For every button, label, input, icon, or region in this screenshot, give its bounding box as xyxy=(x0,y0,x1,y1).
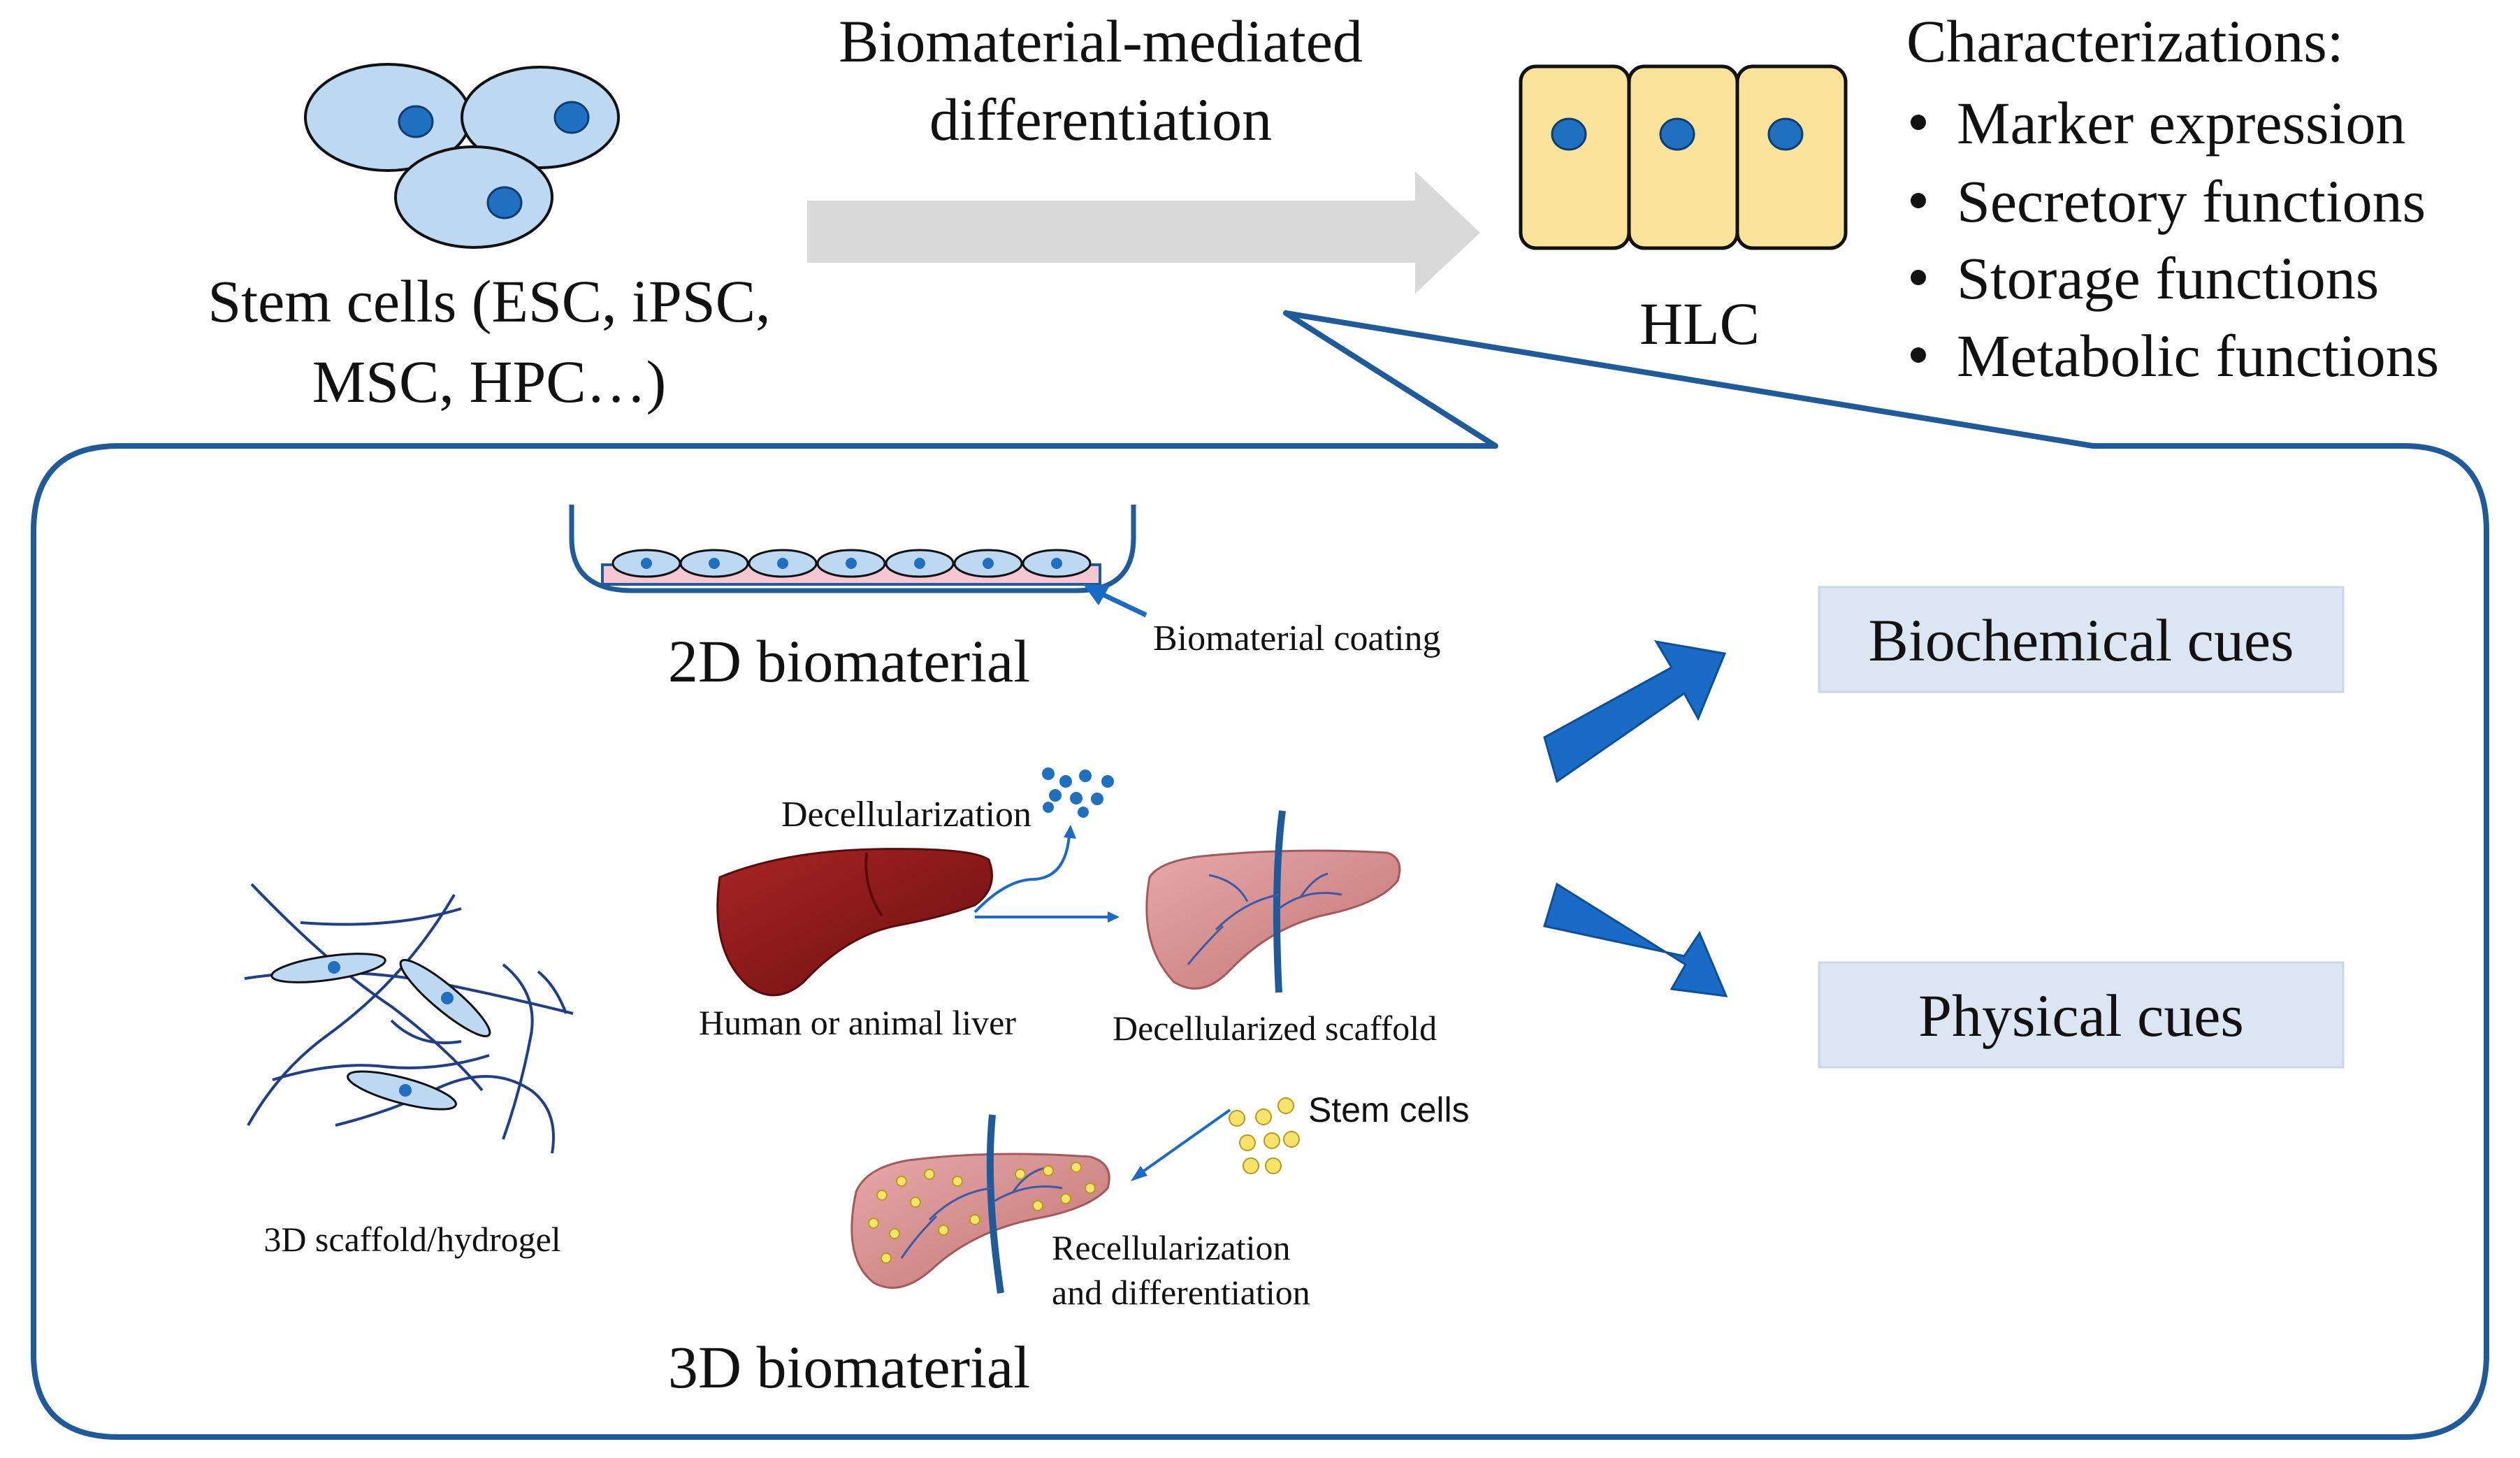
characterization-item: Secretory functions xyxy=(1957,168,2426,235)
decellularized-scaffold-label: Decellularized scaffold xyxy=(1113,1009,1437,1048)
decell-arrowhead xyxy=(1108,911,1120,923)
cell-monolayer xyxy=(611,549,1092,578)
stem-cells-dots-icon xyxy=(1229,1097,1300,1174)
bullet-icon xyxy=(1911,115,1926,130)
recell-arrowhead xyxy=(1131,1166,1147,1181)
arrow-to-physical-icon xyxy=(1543,882,1728,997)
recellularized-liver-illustration xyxy=(850,1114,1110,1294)
hlc-label: HLC xyxy=(1639,290,1760,357)
decellularization-arrow xyxy=(973,835,1108,918)
bullet-icon xyxy=(1911,347,1926,363)
physical-cues-box xyxy=(1818,961,2345,1069)
stem-cells-small-label: Stem cells xyxy=(1308,1090,1470,1129)
biochemical-cues-box xyxy=(1818,586,2345,693)
biochemical-cues-label: Biochemical cues xyxy=(1869,607,2294,674)
hlc-cells-illustration xyxy=(1519,64,1848,250)
characterization-item: Storage functions xyxy=(1957,245,2379,312)
process-label-line1: Biomaterial-mediated xyxy=(839,8,1363,75)
recellularization-label-line1: Recellularization xyxy=(1052,1228,1291,1267)
stem-cells-illustration xyxy=(304,63,620,249)
bullet-icon xyxy=(1911,270,1926,285)
stem-cells-label-line1: Stem cells (ESC, iPSC, xyxy=(208,268,770,335)
characterization-item: Metabolic functions xyxy=(1957,322,2439,389)
label-2d-biomaterial: 2D biomaterial xyxy=(668,628,1030,695)
characterizations-list: Marker expression Secretory functions St… xyxy=(1911,89,2439,389)
released-cells-icon xyxy=(1042,767,1114,818)
characterizations-title: Characterizations: xyxy=(1906,8,2344,75)
recellularization-arrow xyxy=(1138,1109,1231,1176)
human-liver-label: Human or animal liver xyxy=(699,1003,1016,1042)
decellularized-scaffold-illustration xyxy=(1145,810,1401,993)
label-3d-biomaterial: 3D biomaterial xyxy=(668,1334,1030,1401)
recellularization-label-line2: and differentiation xyxy=(1052,1273,1310,1312)
scaffold-hydrogel-label: 3D scaffold/hydrogel xyxy=(263,1220,560,1259)
human-liver-illustration xyxy=(716,848,993,997)
encapsulated-cells xyxy=(270,953,491,1111)
culture-dish-illustration xyxy=(569,505,1147,618)
bullet-icon xyxy=(1911,193,1926,208)
characterization-item: Marker expression xyxy=(1957,89,2405,157)
biomaterial-coating-label: Biomaterial coating xyxy=(1153,619,1441,658)
decell-arrowhead-up xyxy=(1064,825,1076,839)
process-label-line2: differentiation xyxy=(929,86,1272,153)
decellularization-label: Decellularization xyxy=(781,795,1031,835)
stem-cells-label-line2: MSC, HPC…) xyxy=(312,348,667,415)
physical-cues-label: Physical cues xyxy=(1918,982,2244,1049)
arrow-to-biochemical-icon xyxy=(1543,640,1727,784)
differentiation-arrow xyxy=(807,171,1480,294)
